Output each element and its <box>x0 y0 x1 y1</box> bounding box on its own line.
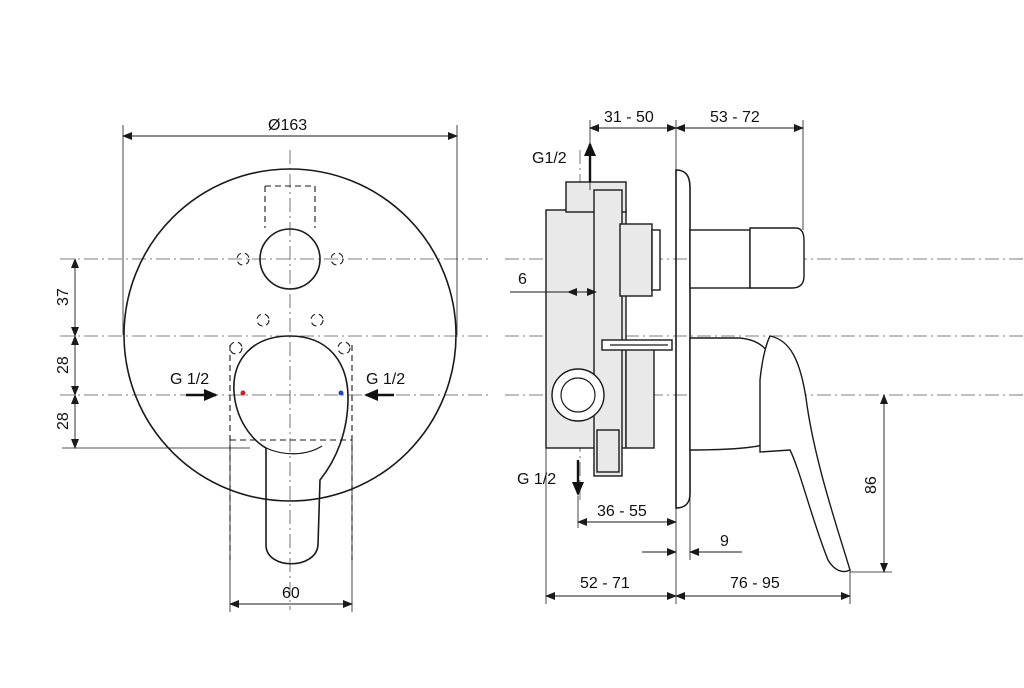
lever-handle <box>233 335 349 565</box>
fixing-hole <box>330 252 344 266</box>
diverter-knob <box>749 227 805 289</box>
top-connection-label: G1/2 <box>532 150 567 167</box>
fixing-hole <box>310 313 324 327</box>
cover-plate <box>123 168 457 502</box>
mixer-cartridge <box>625 347 655 449</box>
front-view: G 1/2 G 1/2 Ø163 60 37 28 28 <box>55 117 490 612</box>
cover-plate-profile <box>675 169 691 509</box>
hidden-outlet-housing <box>264 185 316 228</box>
lever-height-label: 86 <box>863 476 880 494</box>
fixing-hole <box>236 252 250 266</box>
hidden-body-outline <box>229 345 353 560</box>
fixing-hole <box>337 341 351 355</box>
diverter-stem <box>689 229 751 289</box>
inlet-connector <box>551 368 605 422</box>
side-view: 31 - 50 53 - 72 G1/2 6 G 1/2 36 - 55 9 5… <box>505 109 1024 604</box>
inset-label: 6 <box>518 271 527 288</box>
bottom-right-label: 76 - 95 <box>730 575 780 592</box>
right-inlet-label: G 1/2 <box>366 371 405 388</box>
fixing-hole <box>229 341 243 355</box>
bottom-left-label: 52 - 71 <box>580 575 630 592</box>
left-inlet-label: G 1/2 <box>170 371 209 388</box>
plate-thickness-label: 9 <box>720 533 729 550</box>
vertical-label-bottom: 28 <box>55 412 72 430</box>
vertical-label-top: 37 <box>55 288 72 306</box>
top-right-label: 53 - 72 <box>710 109 760 126</box>
diverter-cartridge <box>619 223 653 297</box>
cold-marker <box>338 390 344 396</box>
top-left-label: 31 - 50 <box>604 109 654 126</box>
vertical-label-mid: 28 <box>55 356 72 374</box>
lower-left-label: 36 - 55 <box>597 503 647 520</box>
fixing-hole <box>256 313 270 327</box>
bottom-connection-label: G 1/2 <box>517 471 556 488</box>
bracket-foot <box>596 429 620 473</box>
lever-handle-side <box>759 335 851 573</box>
lever-neck-line <box>265 445 323 455</box>
outlet-opening <box>259 228 321 290</box>
width-label: 60 <box>282 585 300 602</box>
hot-marker <box>240 390 246 396</box>
diverter-nut <box>651 229 661 291</box>
mounting-bracket <box>593 189 623 477</box>
diameter-label: Ø163 <box>268 117 307 134</box>
inlet-bore <box>560 377 596 413</box>
